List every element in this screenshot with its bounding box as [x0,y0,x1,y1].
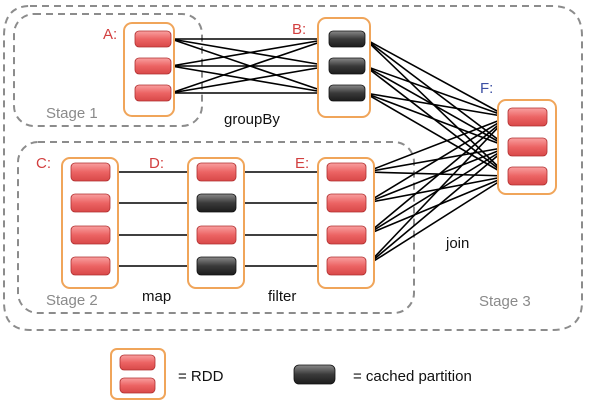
legend-rdd-partition [119,377,156,394]
operation-groupby-label: groupBy [224,111,280,128]
arrow-a-b [170,62,330,94]
legend-rdd-label: = RDD [178,368,224,385]
rdd-partition-e-1 [326,162,367,182]
rdd-label-e: E: [295,155,309,172]
arrow-b-f [364,92,509,149]
arrow-e-f [365,116,509,267]
arrow-b-f [364,38,509,118]
rdd-c-box [61,157,119,289]
operation-join-label: join [445,235,469,252]
rdd-label-a: A: [103,26,117,43]
arrow-e-f [365,146,509,267]
arrow-b-f [364,92,509,121]
stage-1-label: Stage 1 [46,105,98,122]
rdd-partition-e-4 [326,256,367,276]
rdd-label-f: F: [480,80,493,97]
operation-filter-label: filter [268,288,296,305]
rdd-label-c: C: [36,155,51,172]
rdd-partition-f-3 [507,166,548,186]
rdd-partition-c-3 [70,225,111,245]
stage-3-outline [3,5,583,331]
rdd-partition-c-1 [70,162,111,182]
dependency-arrows [110,34,509,271]
rdd-groups [61,17,557,289]
arrow-a-b [170,35,330,67]
rdd-partition-a-1 [134,30,172,48]
rdd-partition-e-2 [326,193,367,213]
arrow-a-b [170,37,330,94]
arrow-e-f [365,116,509,236]
rdd-partition-f-2 [507,137,548,157]
cached-partition-b-3 [328,84,366,102]
rdd-label-d: D: [149,155,164,172]
rdd-partition-a-3 [134,84,172,102]
rdd-e-box [317,157,375,289]
stage-2-label: Stage 2 [46,292,98,309]
cached-partition-d-4 [196,256,237,276]
arrow-b-f [364,38,509,177]
cached-partition-d-2 [196,193,237,213]
operation-map-label: map [142,288,171,305]
arrow-e-f [365,115,509,173]
arrow-b-f [364,38,509,148]
rdd-partition-d-1 [196,162,237,182]
rdd-partition-c-2 [70,193,111,213]
legend-rdd-partition [119,354,156,371]
legend-cached-partition [293,364,336,385]
rdd-label-b: B: [292,21,306,38]
arrow-e-f [365,116,509,204]
rdd-d-box [187,157,245,289]
rdd-partition-d-3 [196,225,237,245]
arrow-b-f [364,65,509,119]
arrow-e-f [365,170,509,181]
arrow-b-f [364,65,509,148]
legend: = RDD = cached partition [110,348,472,400]
legend-cached-label: = cached partition [353,368,472,385]
arrow-b-f [364,65,509,177]
arrow-e-f [365,175,509,267]
cached-partition-b-1 [328,30,366,48]
cached-partition-b-2 [328,57,366,75]
rdd-partition-f-1 [507,107,548,127]
stage-3-label: Stage 3 [479,293,531,310]
rdd-partition-a-2 [134,57,172,75]
arrow-e-f [365,172,509,204]
rdd-partition-c-4 [70,256,111,276]
rdd-partition-e-3 [326,225,367,245]
